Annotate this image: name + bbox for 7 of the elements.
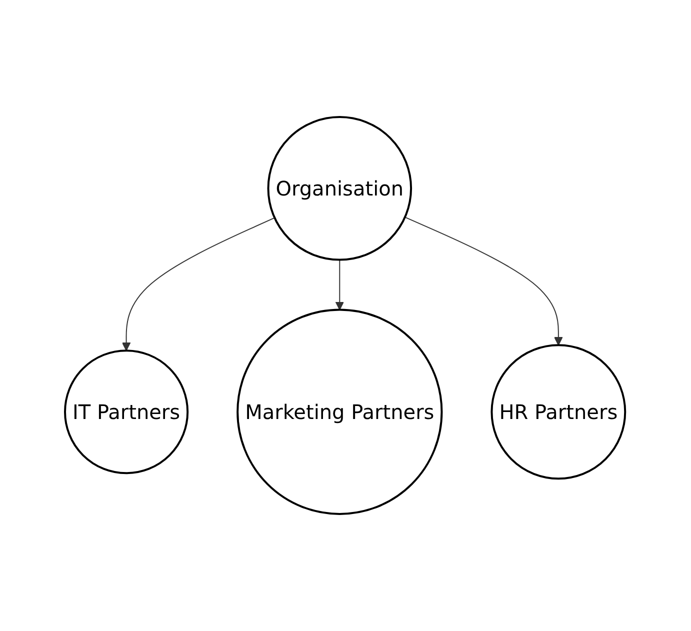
- arrow: [336, 259, 344, 310]
- node-circle: Marketing Partners: [237, 308, 444, 515]
- node-circle: Organisation: [268, 116, 412, 261]
- arrow: [122, 217, 276, 351]
- node-circle: HR Partners: [491, 344, 627, 480]
- arrow: [404, 216, 564, 346]
- node-circle: IT Partners: [64, 350, 190, 474]
